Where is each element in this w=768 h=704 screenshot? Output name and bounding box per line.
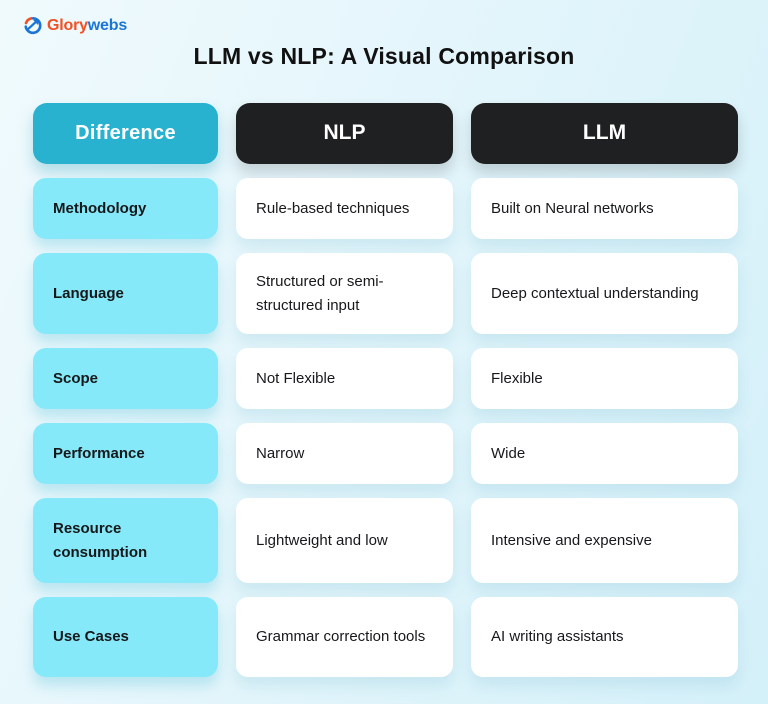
cell-methodology-nlp: Rule-based techniques: [236, 178, 453, 239]
cell-scope-nlp: Not Flexible: [236, 348, 453, 409]
row-label-text: Resource consumption: [53, 520, 148, 561]
logo-text-glory: Glory: [47, 16, 88, 34]
row-label-text: Use Cases: [53, 628, 129, 646]
cell-text: Built on Neural networks: [491, 199, 654, 217]
cell-text: Flexible: [491, 369, 543, 387]
column-header-nlp: NLP: [236, 103, 453, 164]
cell-language-llm: Deep contextual understanding: [471, 253, 738, 334]
glorywebs-logo: Glorywebs: [22, 15, 127, 36]
glorywebs-logo-text: Glorywebs: [47, 17, 127, 35]
cell-text: Narrow: [256, 444, 305, 462]
cell-language-nlp: Structured or semi-structured input: [236, 253, 453, 334]
column-header-nlp-label: NLP: [323, 121, 366, 145]
row-label-resource-consumption: Resource consumption: [33, 498, 218, 583]
cell-performance-nlp: Narrow: [236, 423, 453, 484]
column-header-llm-label: LLM: [582, 121, 627, 145]
top-bar: Glorywebs: [0, 0, 768, 39]
cell-resource-consumption-llm: Intensive and expensive: [471, 498, 738, 583]
cell-text: Grammar correction tools: [256, 628, 426, 646]
cell-use-cases-nlp: Grammar correction tools: [236, 597, 453, 677]
cell-resource-consumption-nlp: Lightweight and low: [236, 498, 453, 583]
column-header-llm: LLM: [471, 103, 738, 164]
cell-text: Intensive and expensive: [491, 531, 652, 549]
cell-text: Deep contextual understanding: [491, 284, 699, 302]
row-label-text: Language: [53, 284, 124, 302]
cell-text: Not Flexible: [256, 369, 336, 387]
row-label-scope: Scope: [33, 348, 218, 409]
comparison-table: Difference NLP LLM Methodology Rule-base…: [33, 103, 738, 677]
cell-text: AI writing assistants: [491, 628, 624, 646]
cell-text: Lightweight and low: [256, 531, 388, 549]
cell-text: Wide: [491, 444, 526, 462]
column-header-difference-label: Difference: [75, 122, 176, 144]
cell-text: Rule-based techniques: [256, 199, 410, 217]
cell-text: Structured or semi-structured input: [256, 273, 384, 314]
row-label-text: Performance: [53, 444, 145, 462]
page-title: LLM vs NLP: A Visual Comparison: [193, 43, 575, 69]
glorywebs-logo-icon: [24, 17, 42, 35]
row-label-use-cases: Use Cases: [33, 597, 218, 677]
cell-methodology-llm: Built on Neural networks: [471, 178, 738, 239]
row-label-text: Scope: [53, 369, 99, 387]
cell-performance-llm: Wide: [471, 423, 738, 484]
column-header-difference: Difference: [33, 103, 218, 164]
row-label-text: Methodology: [53, 199, 147, 217]
logo-text-webs: webs: [87, 16, 128, 34]
row-label-methodology: Methodology: [33, 178, 218, 239]
row-label-language: Language: [33, 253, 218, 334]
row-label-performance: Performance: [33, 423, 218, 484]
cell-scope-llm: Flexible: [471, 348, 738, 409]
cell-use-cases-llm: AI writing assistants: [471, 597, 738, 677]
